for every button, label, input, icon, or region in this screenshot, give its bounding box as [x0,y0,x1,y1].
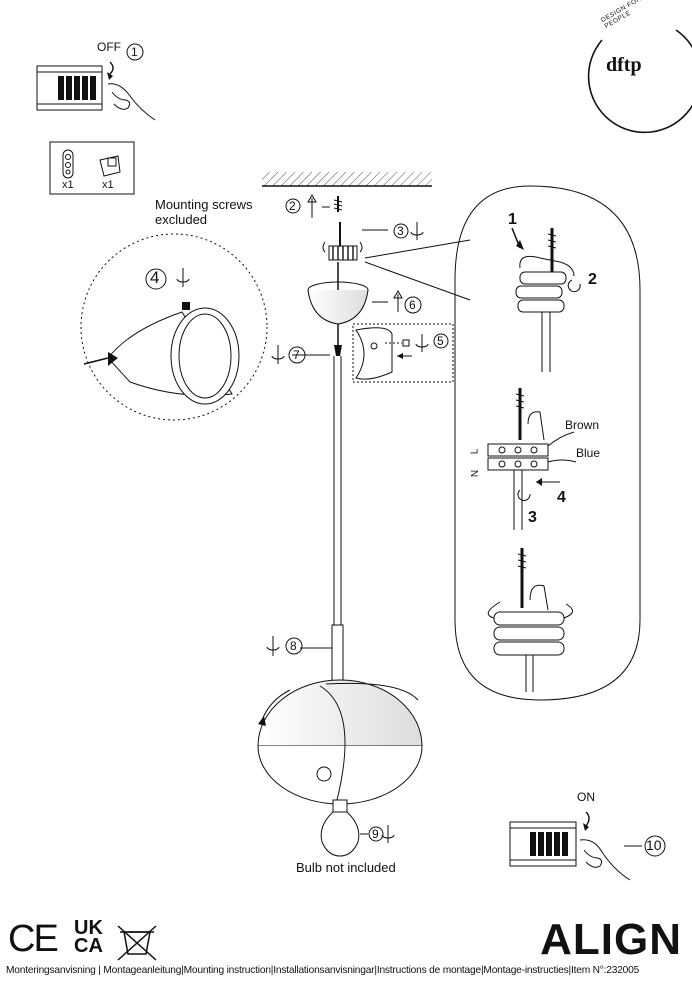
step-3-circle [393,223,409,239]
live-label: L [469,448,481,455]
ukca-mark-top: UK [74,917,103,939]
step-5-detail [352,323,454,383]
wiring-label-4: 4 [557,489,566,506]
step-6-circle [404,296,422,314]
brand-logo-text: dftp [606,54,642,76]
footer-lang-sv2: Installationsanvisningar [273,965,375,976]
wiring-step-c [487,548,573,692]
footer-lang-de: Montageanleitung [103,965,182,976]
off-label: OFF [97,40,121,54]
step-1-switch-off [36,61,156,121]
footer-languages: Monteringsanvisning | Montageanleitung|M… [6,965,640,976]
ceiling [262,172,432,187]
step-10-switch-on [509,811,642,881]
step-5-number: 5 [437,334,444,348]
mounting-screws-note-line1: Mounting screws [155,197,253,212]
neutral-label: N [470,469,482,478]
blue-wire-label: Blue [576,446,601,460]
step-8-number: 8 [290,639,297,653]
step-2-circle [285,198,301,214]
step-4-number: 4 [150,268,160,287]
step-3-number: 3 [397,224,404,238]
on-label: ON [577,790,595,804]
step-10-circle [644,835,666,857]
rotate-icon-3 [410,222,424,240]
step-4-circle [145,268,167,290]
wiring-label-1: 1 [508,211,517,228]
rotate-icon-8 [266,636,280,656]
lamp-shade [257,679,423,805]
step-2-number: 2 [289,199,296,213]
wiring-step-b [487,388,577,530]
footer-lang-nl: Montage-instructies [483,965,569,976]
step-9-number: 9 [372,827,379,841]
terminal-block-icon [99,155,121,177]
ukca-mark-bottom: CA [74,935,103,957]
step-1-number: 1 [131,45,138,59]
footer-lang-sv: Monteringsanvisning [6,965,96,976]
mounting-screw [307,193,343,218]
step-4-detail [80,233,268,421]
ce-mark: CE [8,918,59,960]
weee-bin-icon [117,925,157,961]
detail-callout-lines [364,239,471,301]
pendant-cable [292,324,344,684]
wiring-detail-panel [454,185,641,701]
parts-qty-terminal: x1 [102,179,114,191]
anchor-icon [62,149,74,179]
wiring-label-3: 3 [528,509,537,526]
rotate-icon-7 [271,345,285,364]
step-7-circle [288,346,306,364]
step-7-number: 7 [293,348,300,362]
product-name: ALIGN [540,915,682,964]
step-10-number: 10 [646,837,662,853]
ceiling-terminal [322,222,388,261]
bulb-note: Bulb not included [296,860,396,875]
step-6-number: 6 [409,298,416,312]
parts-box-frame [49,141,135,195]
bulb [320,799,395,857]
parts-qty-anchor: x1 [62,179,74,191]
brand-logo [587,29,692,134]
footer-item-number: Item N°:232005 [570,965,640,976]
brown-wire-label: Brown [565,418,600,432]
step-5-circle [433,333,449,349]
step-1-circle [126,43,144,61]
wiring-label-2: 2 [588,271,597,288]
wiring-step-a [511,227,581,372]
step-8-circle [285,637,303,655]
step-9-circle [368,826,384,842]
footer-lang-fr: Instructions de montage [376,965,481,976]
footer-lang-en: Mounting instruction [183,965,271,976]
canopy [307,262,403,325]
mounting-screws-note-line2: excluded [155,212,208,227]
